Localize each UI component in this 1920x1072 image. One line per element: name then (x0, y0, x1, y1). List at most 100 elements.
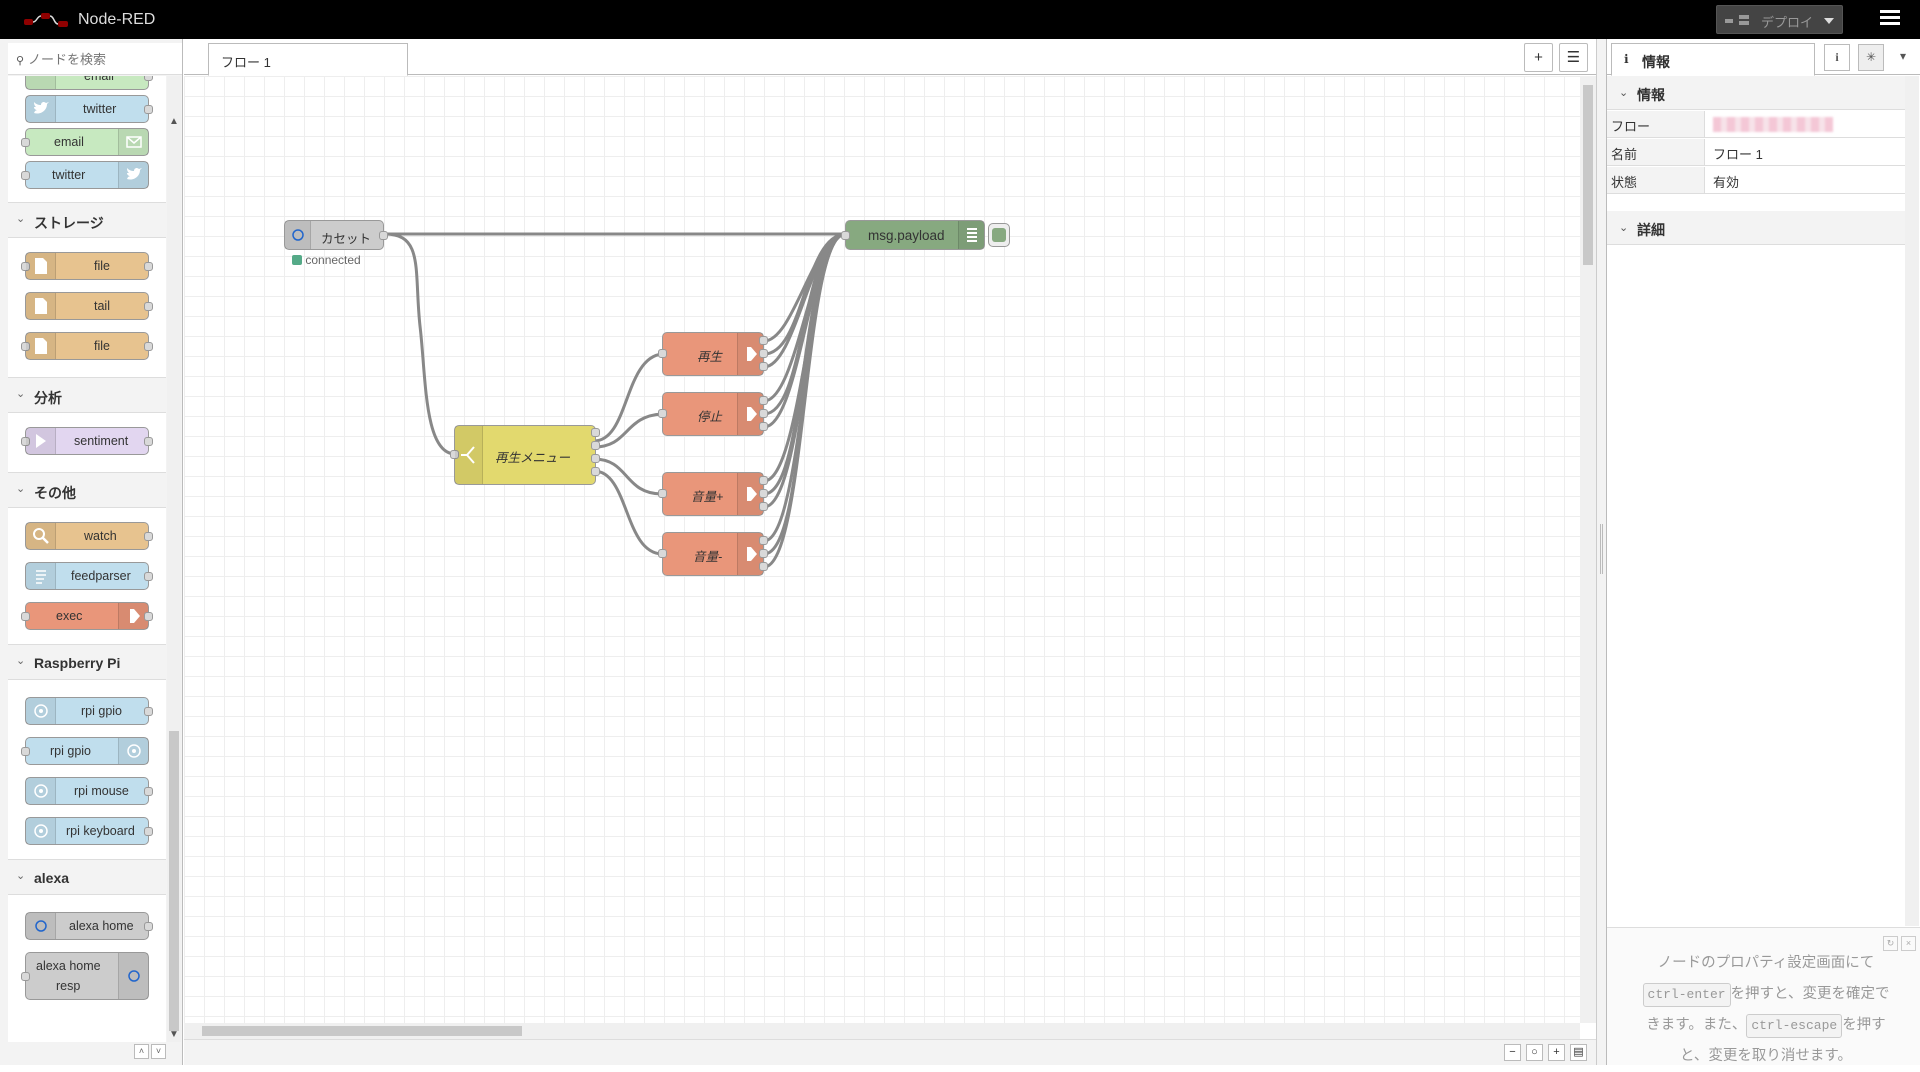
collapse-all-icon[interactable]: ˄ (134, 1044, 149, 1059)
scrollbar-thumb[interactable] (169, 731, 179, 1031)
palette-node-rpi-gpio-in[interactable]: rpi gpio (25, 697, 153, 725)
section-info[interactable]: ⌄ 情報 (1607, 76, 1905, 110)
sidebar-scrollbar[interactable] (1905, 76, 1919, 926)
refresh-icon[interactable]: ↻ (1883, 936, 1898, 951)
palette-node-sentiment[interactable]: sentiment (21, 427, 153, 455)
palette-node-watch[interactable]: watch (25, 522, 153, 550)
flow-svg (384, 232, 846, 569)
chevron-down-icon[interactable] (1824, 18, 1834, 24)
scroll-up-icon[interactable]: ▲ (169, 116, 179, 127)
output-port[interactable] (759, 349, 768, 358)
output-port[interactable] (759, 536, 768, 545)
palette-node-file-out[interactable]: file (21, 332, 153, 360)
input-port[interactable] (658, 489, 667, 498)
close-icon[interactable]: × (1901, 936, 1916, 951)
input-port[interactable] (658, 549, 667, 558)
debug-toggle-button[interactable] (988, 223, 1010, 247)
output-port[interactable] (759, 422, 768, 431)
category-analysis[interactable]: ⌄ 分析 (8, 377, 166, 413)
arrow-icon (737, 333, 763, 375)
output-port[interactable] (759, 362, 768, 371)
flow-node-play[interactable]: 再生 (658, 332, 768, 376)
scrollbar-thumb[interactable] (1583, 85, 1593, 265)
flow-node-cassette[interactable]: カセット (284, 220, 388, 250)
status-text: connected (305, 253, 361, 267)
palette-node-alexa-home[interactable]: alexa home (25, 912, 153, 940)
node-label: 音量+ (691, 490, 724, 504)
palette-node-feedparser[interactable]: feedparser (25, 562, 153, 590)
output-port[interactable] (759, 549, 768, 558)
output-port[interactable] (759, 396, 768, 405)
section-details[interactable]: ⌄ 詳細 (1607, 211, 1905, 245)
node-label: twitter (52, 168, 86, 182)
deploy-button[interactable]: デプロイ (1716, 5, 1843, 34)
wire (763, 232, 846, 483)
input-port (21, 138, 30, 147)
palette-node-exec[interactable]: exec (21, 602, 153, 630)
navigator-icon[interactable]: ▤ (1570, 1044, 1587, 1061)
input-port[interactable] (658, 409, 667, 418)
palette-scrollbar[interactable]: ▲ ▼ (167, 76, 181, 1042)
palette-node-file-in[interactable]: file (21, 252, 153, 280)
flow-canvas[interactable]: カセット connected msg.payload 再生メニュー 再生 停止 (184, 76, 1580, 1023)
row-key: 状態 (1607, 167, 1705, 193)
output-port[interactable] (379, 231, 388, 240)
palette-node-rpi-keyboard[interactable]: rpi keyboard (25, 817, 153, 845)
input-port[interactable] (658, 349, 667, 358)
category-other[interactable]: ⌄ その他 (8, 472, 166, 508)
chevron-down-icon[interactable]: ▾ (1890, 44, 1916, 71)
workspace-footer: − ○ + ▤ (184, 1039, 1596, 1065)
output-port[interactable] (759, 489, 768, 498)
output-port[interactable] (759, 502, 768, 511)
category-raspberry-pi[interactable]: ⌄ Raspberry Pi (8, 644, 166, 680)
output-port[interactable] (591, 467, 600, 476)
input-port (21, 437, 30, 446)
zoom-reset-icon[interactable]: ○ (1526, 1044, 1543, 1061)
sidebar-separator[interactable] (1596, 39, 1606, 1065)
flow-node-volume-up[interactable]: 音量+ (658, 472, 768, 516)
info-icon[interactable]: i (1824, 44, 1850, 71)
flow-node-volume-down[interactable]: 音量- (658, 532, 768, 576)
scroll-down-icon[interactable]: ▼ (169, 1029, 179, 1040)
search-input[interactable] (28, 49, 178, 69)
bug-icon[interactable]: ✳ (1858, 44, 1884, 71)
menu-icon[interactable] (1880, 10, 1900, 28)
scrollbar-thumb[interactable] (202, 1026, 522, 1036)
palette-node-twitter-in[interactable]: twitter (25, 95, 153, 123)
redacted-flow-id (1713, 117, 1833, 132)
category-alexa[interactable]: ⌄ alexa (8, 859, 166, 895)
category-storage[interactable]: ⌄ ストレージ (8, 202, 166, 238)
flow-node-switch[interactable]: 再生メニュー (450, 425, 600, 485)
list-flows-icon[interactable]: ☰ (1559, 43, 1588, 72)
palette-node-rpi-mouse[interactable]: rpi mouse (25, 777, 153, 805)
palette-node-twitter-out[interactable]: twitter (21, 161, 149, 189)
expand-all-icon[interactable]: ˅ (151, 1044, 166, 1059)
input-port[interactable] (841, 231, 850, 240)
output-port[interactable] (591, 441, 600, 450)
output-port[interactable] (759, 562, 768, 571)
palette-node-email[interactable]: email (25, 76, 153, 90)
node-label: email (84, 76, 114, 83)
tab-info[interactable]: ℹ 情報 (1611, 43, 1815, 76)
output-port[interactable] (759, 336, 768, 345)
output-port[interactable] (591, 454, 600, 463)
zoom-out-icon[interactable]: − (1504, 1044, 1521, 1061)
raspberry-icon (26, 778, 56, 804)
palette-node-alexa-home-resp[interactable]: alexa home resp (21, 952, 149, 1000)
add-flow-button[interactable]: + (1524, 43, 1553, 72)
tab-flow-1[interactable]: フロー 1 (208, 43, 408, 76)
flow-node-stop[interactable]: 停止 (658, 392, 768, 436)
palette-node-tail[interactable]: tail (25, 292, 153, 320)
workspace-vertical-scrollbar[interactable] (1580, 76, 1596, 1023)
output-port (144, 437, 153, 446)
input-port[interactable] (450, 450, 459, 459)
output-port[interactable] (759, 409, 768, 418)
palette-node-rpi-gpio-out[interactable]: rpi gpio (21, 737, 149, 765)
output-port[interactable] (759, 476, 768, 485)
output-port[interactable] (591, 428, 600, 437)
zoom-in-icon[interactable]: + (1548, 1044, 1565, 1061)
drag-handle-icon[interactable] (1600, 524, 1603, 574)
workspace-horizontal-scrollbar[interactable] (184, 1023, 1580, 1039)
flow-node-debug[interactable]: msg.payload (841, 220, 985, 250)
palette-node-email-out[interactable]: email (21, 128, 149, 156)
